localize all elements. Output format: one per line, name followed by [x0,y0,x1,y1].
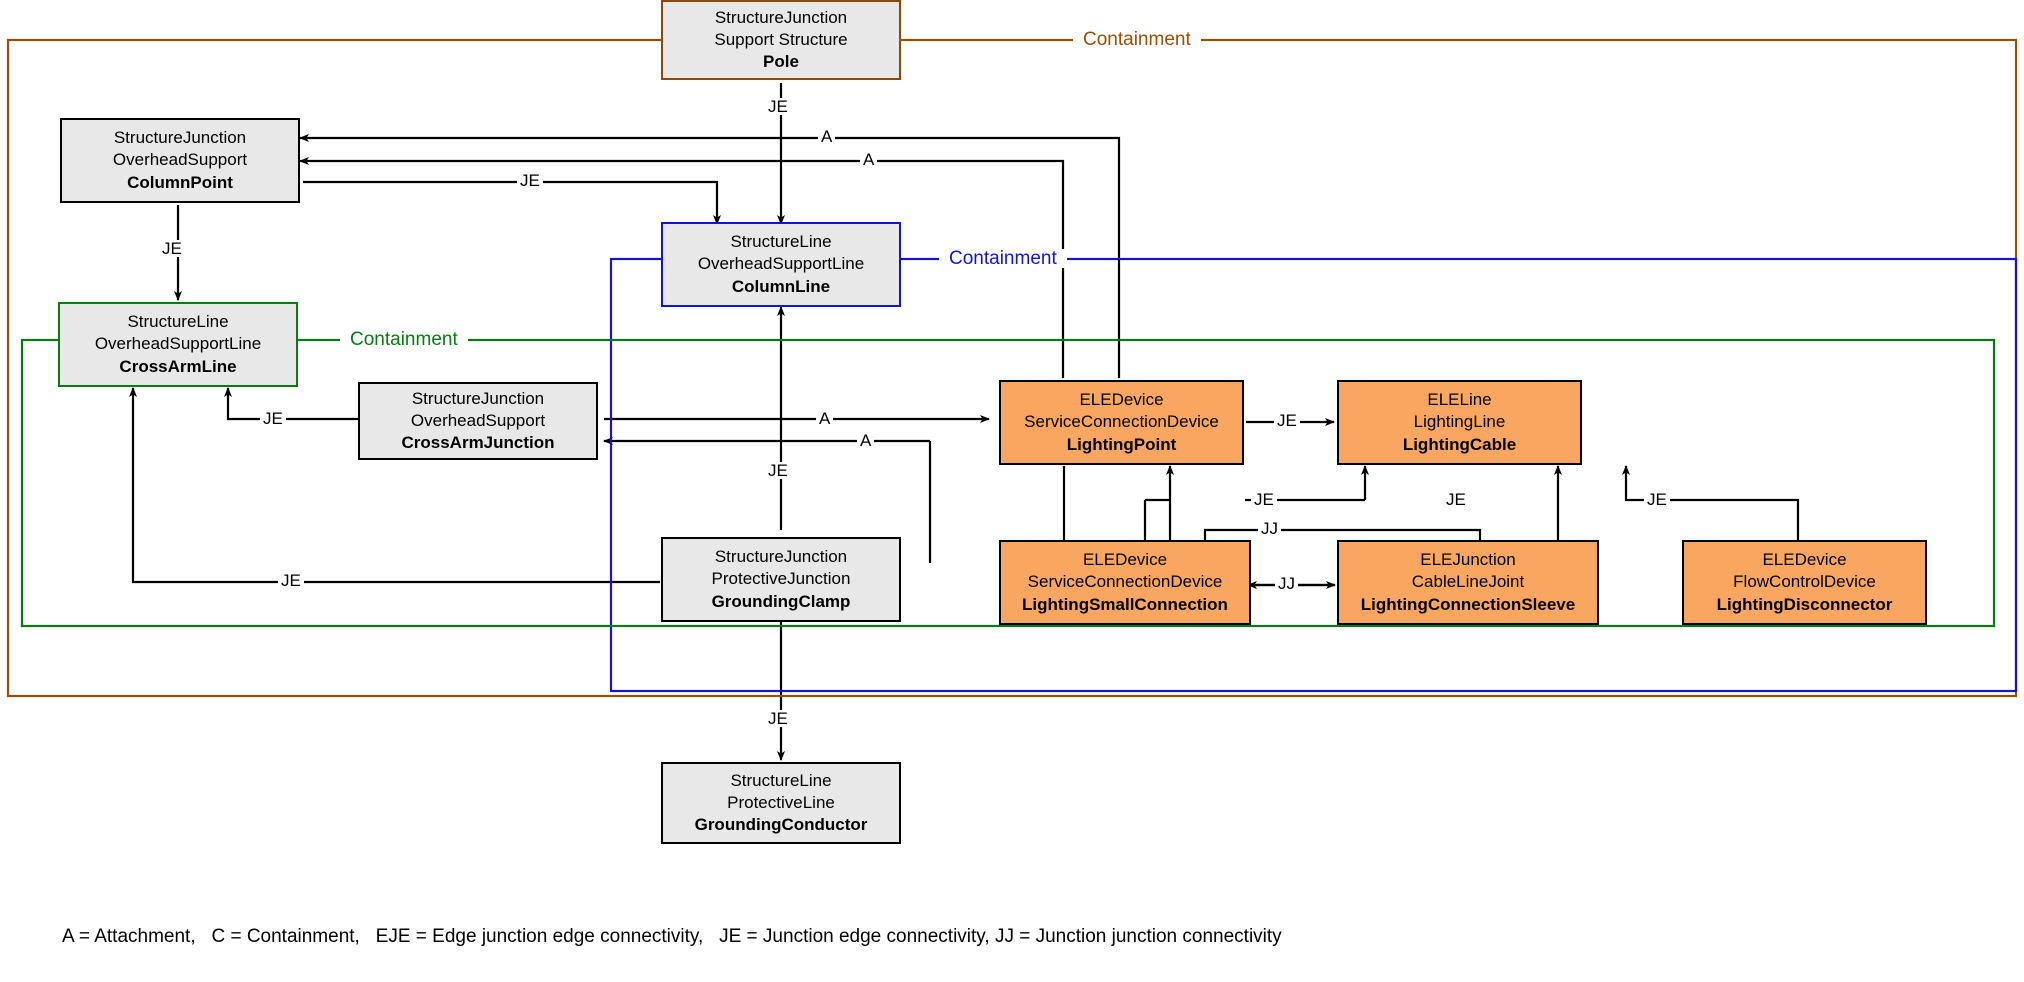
node-crossarmline-line3: CrossArmLine [119,356,237,376]
node-lightingcable-line3: LightingCable [1402,434,1517,454]
node-lightingconnectionsleeve-line3: LightingConnectionSleeve [1360,594,1576,614]
edge-label-a-lightingpoint-columnpoint: A [818,128,836,145]
node-lightingdisconnector-line3: LightingDisconnector [1716,594,1893,614]
edge-label-jj-lightingsmall-sleeve-top: JJ [1258,520,1281,537]
edge-label-je-columnpoint-crossarmline: JE [159,240,185,257]
node-lightingsmallconnection-line2: ServiceConnectionDevice [1027,572,1223,592]
node-groundingconductor[interactable]: StructureLine ProtectiveLine GroundingCo… [661,762,901,844]
node-crossarmline-line2: OverheadSupportLine [94,334,262,354]
node-lightingsmallconnection[interactable]: ELEDevice ServiceConnectionDevice Lighti… [999,540,1251,625]
node-groundingclamp-line3: GroundingClamp [711,591,851,611]
node-columnpoint-line3: ColumnPoint [127,172,233,192]
node-crossarmline[interactable]: StructureLine OverheadSupportLine CrossA… [58,302,298,387]
edge-label-a-lightingpoint-columnpoint-2: A [860,151,878,168]
node-crossarmjunction-line1: StructureJunction [411,388,545,408]
node-groundingconductor-line2: ProtectiveLine [727,792,835,812]
node-lightingcable-line1: ELELine [1427,390,1492,410]
edge-label-jj-lightingsmall-sleeve: JJ [1275,575,1298,592]
node-groundingclamp-line2: ProtectiveJunction [711,569,851,589]
edge-label-a-crossarmjunction-lightingsmall: A [857,432,875,449]
node-groundingclamp-line1: StructureJunction [714,547,848,567]
node-pole-line2: Support Structure [714,29,848,49]
node-groundingconductor-line1: StructureLine [730,770,832,790]
node-groundingclamp[interactable]: StructureJunction ProtectiveJunction Gro… [661,537,901,622]
node-lightingdisconnector-line2: FlowControlDevice [1733,572,1876,592]
node-columnline-line2: OverheadSupportLine [697,254,865,274]
containment-label-blue: Containment [939,249,1067,268]
edge-label-je-lightingsmall-lightingcable: JE [1251,491,1277,508]
node-lightingsmallconnection-line1: ELEDevice [1082,550,1168,570]
node-columnline-line3: ColumnLine [731,276,831,296]
node-lightingpoint-line2: ServiceConnectionDevice [1024,412,1219,432]
node-columnline[interactable]: StructureLine OverheadSupportLine Column… [661,222,901,307]
node-columnpoint[interactable]: StructureJunction OverheadSupport Column… [60,118,300,203]
node-lightingcable[interactable]: ELELine LightingLine LightingCable [1337,380,1582,465]
node-lightingpoint-line3: LightingPoint [1066,434,1177,454]
containment-box-blue [609,257,2018,693]
node-columnpoint-line2: OverheadSupport [112,150,248,170]
node-lightingdisconnector[interactable]: ELEDevice FlowControlDevice LightingDisc… [1682,540,1927,625]
node-pole[interactable]: StructureJunction Support Structure Pole [661,0,901,80]
containment-label-brown: Containment [1073,30,1201,49]
node-crossarmline-line1: StructureLine [127,312,229,332]
node-lightingpoint-line1: ELEDevice [1079,390,1164,410]
edge-label-a-crossarmjunction-lightingpoint: A [816,410,834,427]
node-lightingsmallconnection-line3: LightingSmallConnection [1022,594,1228,614]
node-groundingconductor-line3: GroundingConductor [694,815,868,835]
edge-label-je-groundingclamp-columnline: JE [765,462,791,479]
edge-label-je-lightingpoint-lightingcable: JE [1274,412,1300,429]
edge-label-je-pole-columnline: JE [765,98,791,115]
edge-label-je-crossarmjunction-crossarmline: JE [260,410,286,427]
edge-label-je-columnpoint-columnline: JE [517,172,543,189]
node-lightingcable-line2: LightingLine [1413,412,1506,432]
node-crossarmjunction[interactable]: StructureJunction OverheadSupport CrossA… [358,382,598,460]
node-pole-line3: Pole [763,52,799,72]
node-lightingconnectionsleeve[interactable]: ELEJunction CableLineJoint LightingConne… [1337,540,1599,625]
edge-label-je-groundingclamp-crossarmline: JE [278,572,304,589]
node-lightingdisconnector-line1: ELEDevice [1762,550,1847,570]
edge-label-je-groundingclamp-groundingconductor: JE [765,710,791,727]
containment-label-green: Containment [340,330,468,349]
node-pole-line1: StructureJunction [714,7,848,27]
node-crossarmjunction-line3: CrossArmJunction [401,433,555,453]
node-lightingconnectionsleeve-line2: CableLineJoint [1411,572,1525,592]
legend-text: A = Attachment, C = Containment, EJE = E… [62,926,1282,947]
node-columnpoint-line1: StructureJunction [113,128,247,148]
node-crossarmjunction-line2: OverheadSupport [410,410,546,430]
node-lightingpoint[interactable]: ELEDevice ServiceConnectionDevice Lighti… [999,380,1244,465]
node-columnline-line1: StructureLine [730,232,832,252]
edge-label-je-sleeve-lightingcable: JE [1443,491,1469,508]
edge-label-je-disconnector-lightingcable: JE [1644,491,1670,508]
node-lightingconnectionsleeve-line1: ELEJunction [1420,550,1516,570]
